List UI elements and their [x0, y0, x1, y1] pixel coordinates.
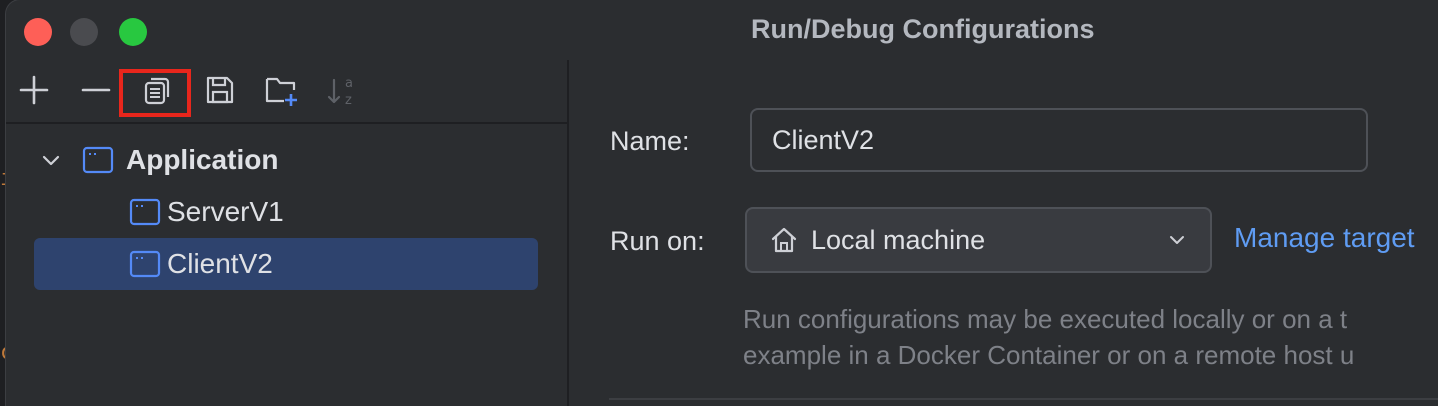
configuration-editor: Name: Run on: Local machine Manage targe…	[569, 60, 1438, 406]
copy-configuration-button[interactable]	[139, 72, 175, 108]
maximize-window-button[interactable]	[119, 18, 147, 46]
save-icon	[206, 76, 234, 104]
application-config-icon	[82, 146, 114, 174]
chevron-down-icon	[1170, 236, 1184, 244]
tree-item-serverv1[interactable]: ServerV1	[129, 186, 529, 238]
new-folder-button[interactable]	[264, 72, 300, 108]
run-on-label: Run on:	[610, 226, 705, 256]
minus-icon	[81, 88, 111, 92]
copy-button-highlight	[119, 69, 191, 117]
run-debug-configurations-dialog: Run/Debug Configurations	[6, 0, 1438, 406]
svg-text:z: z	[345, 93, 352, 108]
remove-configuration-button[interactable]	[78, 72, 114, 108]
home-icon	[771, 227, 797, 253]
configurations-toolbar: a z	[6, 60, 567, 124]
name-input[interactable]	[750, 108, 1368, 172]
configurations-panel: a z Application	[6, 60, 569, 406]
sort-az-icon: a z	[327, 76, 353, 108]
run-on-hint-line1: Run configurations may be executed local…	[743, 304, 1348, 334]
copy-icon	[144, 77, 170, 105]
run-on-hint-line2: example in a Docker Container or on a re…	[743, 340, 1355, 370]
close-window-button[interactable]	[24, 18, 52, 46]
minimize-window-button[interactable]	[70, 18, 98, 46]
name-label: Name:	[610, 126, 690, 156]
sort-configurations-button[interactable]: a z	[324, 72, 360, 108]
application-config-icon	[129, 198, 161, 226]
folder-plus-icon	[265, 77, 297, 106]
run-on-selected-value: Local machine	[811, 224, 986, 255]
run-on-select[interactable]: Local machine	[745, 207, 1212, 273]
manage-targets-link[interactable]: Manage target	[1234, 222, 1415, 253]
title-bar: Run/Debug Configurations	[6, 0, 1438, 60]
tree-group-label: Application	[126, 144, 279, 175]
add-configuration-button[interactable]	[16, 72, 52, 108]
save-configuration-button[interactable]	[202, 72, 238, 108]
chevron-down-icon[interactable]	[40, 149, 62, 171]
window-title: Run/Debug Configurations	[751, 14, 1095, 44]
application-config-icon	[129, 250, 161, 278]
section-divider	[609, 398, 1438, 400]
tree-item-label: ServerV1	[167, 196, 284, 227]
plus-icon	[19, 75, 49, 105]
tree-item-label: ClientV2	[167, 248, 273, 279]
background-editor-char: c	[0, 340, 8, 365]
background-editor-char: i	[0, 166, 8, 191]
tree-group-application[interactable]: Application	[40, 134, 540, 186]
tree-item-clientv2[interactable]: ClientV2	[34, 238, 538, 290]
svg-text:a: a	[345, 76, 353, 91]
